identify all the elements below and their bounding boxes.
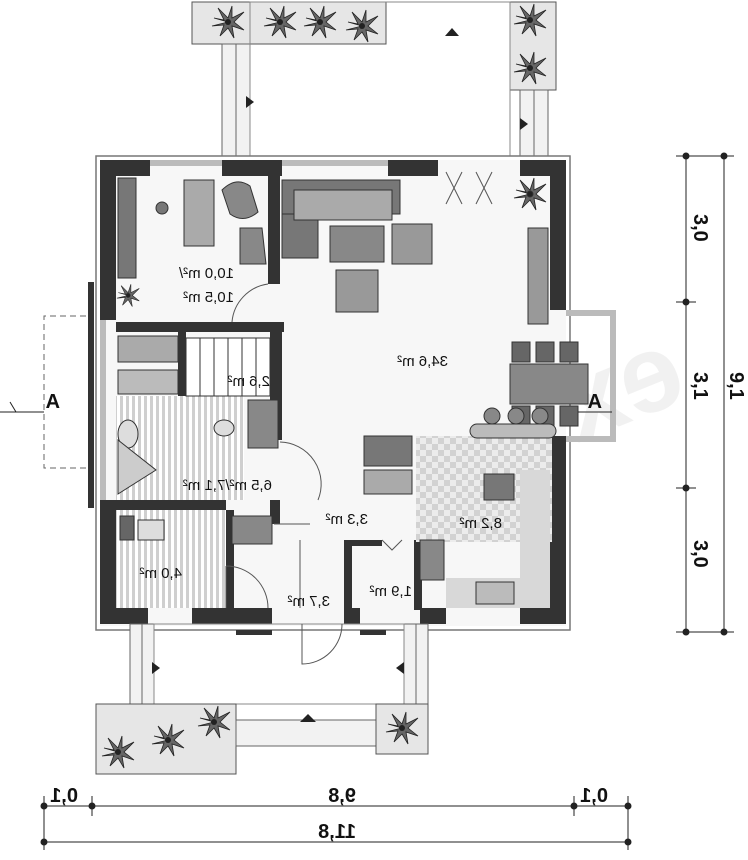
bath-floor xyxy=(116,396,244,500)
label-office-2: 10,5 m² xyxy=(183,289,234,306)
label-boiler: 4,0 m² xyxy=(139,565,182,582)
label-office: 10,0 m²/ xyxy=(178,265,234,282)
label-kitchen: 8,2 m² xyxy=(459,515,502,532)
dim-bottom-total: 11,8 xyxy=(318,821,356,843)
section-label-left: A xyxy=(46,391,60,413)
left-bay xyxy=(43,315,86,469)
interior-walls xyxy=(116,176,422,610)
dim-right-mid: 3,1 xyxy=(689,372,711,400)
label-hall: 3,3 m² xyxy=(325,511,368,528)
dim-bottom-mid: 9,8 xyxy=(328,785,356,807)
kitchen-counter xyxy=(520,470,550,608)
section-mark-right: A xyxy=(578,391,612,413)
section-mark-left: A xyxy=(0,391,60,413)
dim-right-top: 3,0 xyxy=(689,214,711,242)
dim-right-total: 9,1 xyxy=(725,372,747,400)
entry-porch xyxy=(95,623,429,775)
section-label-right: A xyxy=(588,391,602,413)
room-labels: 10,0 m²/ 10,5 m² 34,6 m² 2,6 m² 6,5 m²/7… xyxy=(139,265,502,610)
bottom-dimensions xyxy=(40,796,632,850)
label-pantry: 1,9 m² xyxy=(369,583,412,600)
right-dimensions xyxy=(676,152,734,636)
label-living: 34,6 m² xyxy=(397,353,448,370)
door-swings xyxy=(225,171,493,665)
dim-bottom-left: 0,1 xyxy=(50,785,78,807)
right-dimension-labels: 3,0 3,1 3,0 9,1 xyxy=(689,214,747,568)
top-terrace xyxy=(191,1,557,157)
label-stair: 2,6 m² xyxy=(227,373,270,390)
label-entry: 3,7 m² xyxy=(287,593,330,610)
bottom-dimension-labels: 0,1 9,8 0,1 11,8 xyxy=(50,785,608,843)
dim-bottom-right: 0,1 xyxy=(580,785,608,807)
dim-right-bottom: 3,0 xyxy=(689,540,711,568)
label-bath: 6,5 m²/7,1 m² xyxy=(183,477,272,494)
furniture xyxy=(116,177,589,605)
